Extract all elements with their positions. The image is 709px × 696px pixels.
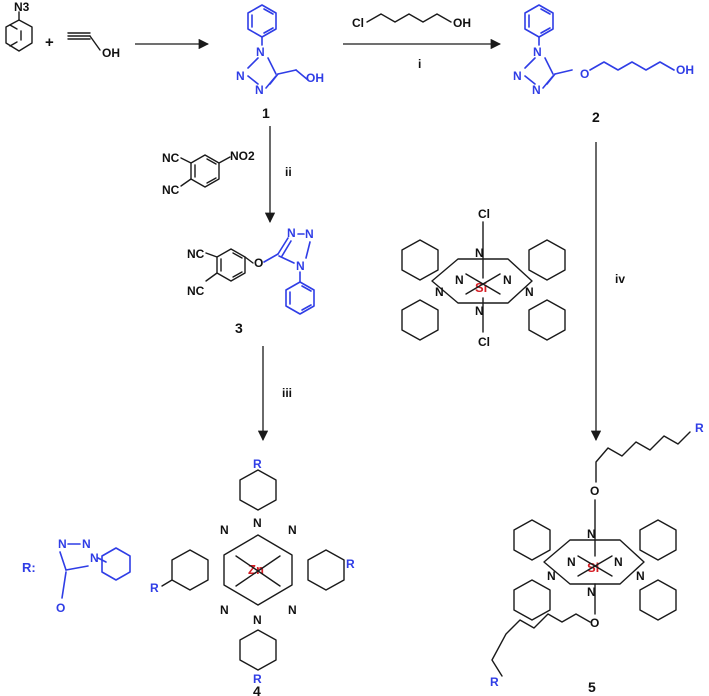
compounds-c5-r-label: R <box>490 675 499 689</box>
condition-i: i <box>418 57 421 71</box>
compounds-c4-n-label: N <box>220 523 229 537</box>
compounds-sicl2-n-label: N <box>455 273 464 287</box>
condition-ii: ii <box>285 165 292 179</box>
compounds-c2-n-label: N <box>532 83 541 97</box>
reagents-nitro_no2-label: NO2 <box>230 149 255 163</box>
condition-iii: iii <box>282 386 292 400</box>
compounds-c1-n-label: N <box>256 45 265 59</box>
reagents-chlorohexanol_oh-label: OH <box>453 16 471 30</box>
compounds-c2-oh-label: OH <box>676 63 694 77</box>
compounds-c4-n-label: N <box>288 523 297 537</box>
r-label: R: <box>22 560 36 575</box>
compounds-c5-n-label: N <box>614 555 623 569</box>
plus-sign: + <box>45 34 54 51</box>
compounds-c4-n-label: N <box>288 603 297 617</box>
compounds-c4-n-label: N <box>220 603 229 617</box>
reagents-nitro_nc2-label: NC <box>162 183 180 197</box>
compounds-sicl2-cl-label: Cl <box>478 207 490 221</box>
r_group-n-label: N <box>58 537 67 551</box>
compounds-c5-o-label: O <box>590 484 599 498</box>
compounds-c3-n-label: N <box>287 226 296 240</box>
compound-1: N N N OH 1 <box>236 4 324 121</box>
compounds-sicl2-n-label: N <box>525 285 534 299</box>
r_group-n-label: N <box>82 537 91 551</box>
propargyl-oh-label: OH <box>102 46 120 60</box>
compounds-c3-n-label: N <box>296 259 305 273</box>
compounds-c2-o-label: O <box>580 67 589 81</box>
reagents-nitro_nc1-label: NC <box>162 151 180 165</box>
compound-1-label: 1 <box>262 105 270 121</box>
compounds-c3-nc1-label: NC <box>187 247 205 261</box>
compounds-c5-n-label: N <box>567 555 576 569</box>
azide-label: N3 <box>14 0 30 14</box>
compounds-sicl2-n-label: N <box>503 273 512 287</box>
compounds-c3-n-label: N <box>305 227 314 241</box>
compounds-c5-n-label: N <box>587 585 596 599</box>
compounds-sicl2-n-label: N <box>475 304 484 318</box>
compounds-c5-r-label: R <box>695 421 704 435</box>
compounds-c4-r-label: R <box>346 557 355 571</box>
nitrophthalonitrile: NC NC NO2 <box>162 149 255 197</box>
compounds-c4-r-label: R <box>253 457 262 471</box>
compound-2-label: 2 <box>592 109 600 125</box>
compound-3: NC NC O N N N 3 <box>187 226 315 336</box>
compound-2: N N N O OH 2 <box>513 4 694 125</box>
phenyl-azide: N3 <box>5 0 33 52</box>
compounds-c5-n-label: N <box>547 569 556 583</box>
compounds-c4-n-label: N <box>253 516 262 530</box>
compound-4: R R R R N N N N N N Zn 4 <box>150 457 355 696</box>
compounds-c4-r-label: R <box>150 581 159 595</box>
r_group-o-label: O <box>56 601 65 615</box>
compounds-sicl2-n-label: N <box>435 285 444 299</box>
compounds-c5-n-label: N <box>636 569 645 583</box>
r_group-n-label: N <box>90 551 99 565</box>
compounds-sicl2-n-label: N <box>475 246 484 260</box>
compounds-c2-n-label: N <box>513 69 522 83</box>
compounds-c2-n-label: N <box>533 45 542 59</box>
compounds-c4-r-label: R <box>253 672 262 686</box>
silicon-phthalocyanine-dichloride: Cl Si Cl N N N N N N <box>401 207 566 349</box>
compounds-c5-o-label: O <box>590 616 599 630</box>
compounds-c1-oh-label: OH <box>306 71 324 85</box>
compounds-c4-n-label: N <box>253 613 262 627</box>
condition-iv: iv <box>615 272 625 286</box>
compounds-c3-o-label: O <box>254 256 263 270</box>
compound-5-label: 5 <box>588 679 596 695</box>
compounds-c5-n-label: N <box>587 527 596 541</box>
compounds-c1-n-label: N <box>255 83 264 97</box>
compound-3-label: 3 <box>235 320 243 336</box>
compounds-c3-nc2-label: NC <box>187 284 205 298</box>
compound-4-label: 4 <box>253 683 261 696</box>
propargyl-alcohol: OH <box>67 32 120 60</box>
compound-5: R O Si N N N N N N O R 5 <box>490 421 704 695</box>
compounds-c1-n-label: N <box>236 69 245 83</box>
compounds-sicl2-cl-label: Cl <box>478 335 490 349</box>
reagents-chlorohexanol_cl-label: Cl <box>352 16 364 30</box>
chlorohexanol: Cl OH <box>352 13 471 30</box>
r-group-definition: R: N N N O <box>22 537 131 615</box>
